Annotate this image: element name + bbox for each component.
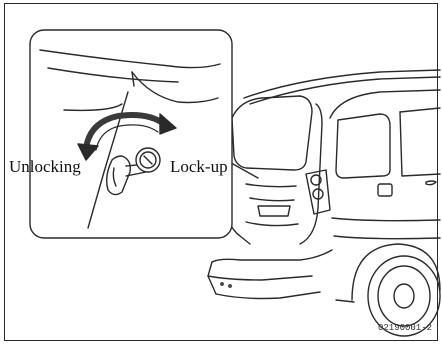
- unlocking-label: Unlocking: [9, 158, 81, 175]
- figure-code: 02190001-2: [378, 323, 432, 333]
- lock-up-label: Lock-up: [170, 158, 228, 175]
- inset-callout: [30, 30, 258, 238]
- vehicle-drawing: [208, 70, 440, 336]
